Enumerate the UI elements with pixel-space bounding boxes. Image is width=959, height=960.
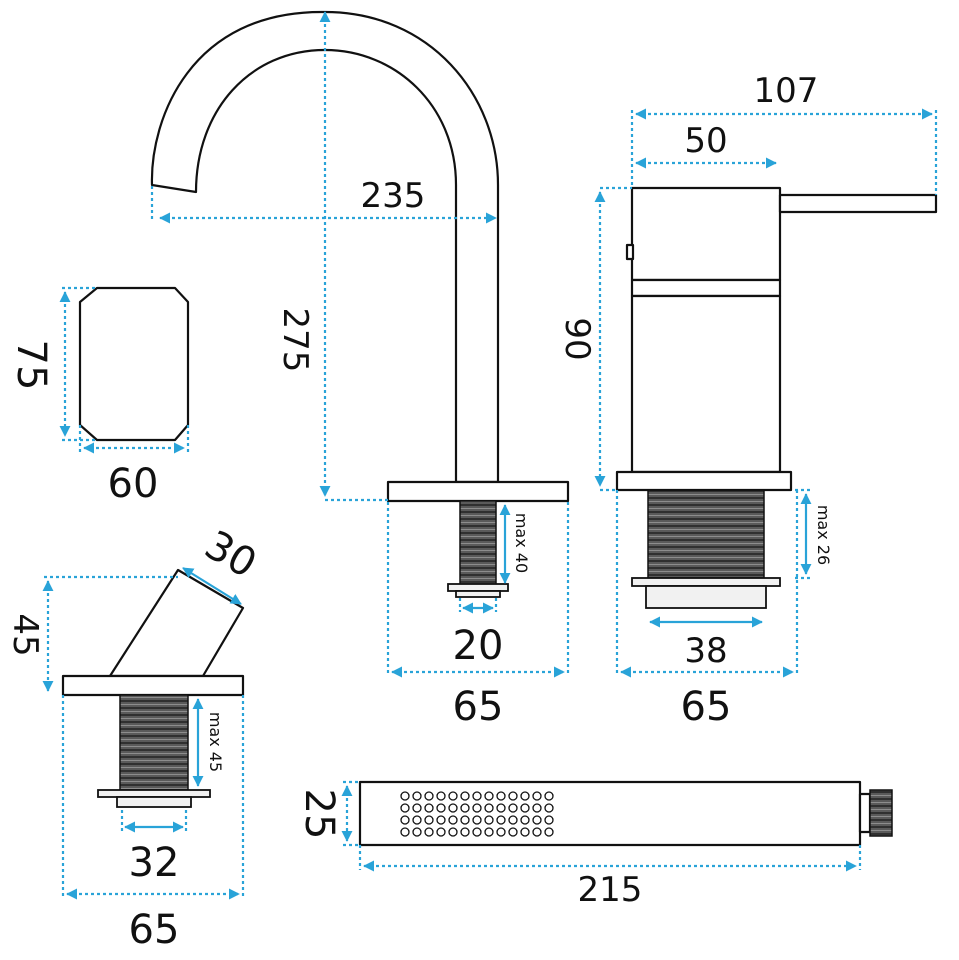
shower-nozzle [496,791,506,801]
shower-nozzle [448,827,458,837]
shower-nozzle [496,803,506,813]
shower-nozzle [532,815,542,825]
hand-shower-dimensions [341,780,862,872]
shower-nozzle [448,815,458,825]
mixer-height-label: 90 [557,317,597,360]
spout-reach-label: 235 [361,176,426,216]
shower-nozzle [424,815,434,825]
shower-nozzle [436,803,446,813]
shower-nozzle [508,803,518,813]
shower-nozzle [400,815,410,825]
shower-nozzle [484,815,494,825]
shower-nozzle [532,791,542,801]
mixer-dimensions [594,108,938,678]
shower-nozzle [448,803,458,813]
shower-nozzles [400,791,554,837]
holder-height-label: 45 [5,613,45,656]
holder-dimensions [42,567,245,900]
spout-thread-label: 20 [453,623,504,669]
shower-nozzle [508,827,518,837]
mixer-thread-label: 38 [684,631,727,671]
shower-nozzle [448,791,458,801]
spout-max-label: max 40 [512,513,531,573]
spout-part [150,10,570,598]
shower-nozzle [400,827,410,837]
shower-nozzle [424,827,434,837]
mixer-body-label: 50 [684,121,727,161]
shower-nozzle [520,803,530,813]
rosette-width-label: 60 [108,461,159,507]
shower-nozzle [484,803,494,813]
shower-nozzle [460,791,470,801]
shower-nozzle [412,815,422,825]
shower-nozzle [412,827,422,837]
spout-height-label: 275 [275,308,315,373]
shower-nozzle [460,815,470,825]
mixer-plate-label: 65 [681,684,732,730]
shower-nozzle [400,803,410,813]
mixer-max-label: max 26 [814,505,833,565]
mixer-part [615,186,938,609]
shower-length-label: 215 [578,870,643,910]
shower-nozzle [436,815,446,825]
shower-nozzle [460,827,470,837]
shower-nozzle [508,815,518,825]
shower-height-label: 25 [296,789,342,840]
shower-nozzle [460,803,470,813]
rosette-part [78,286,190,442]
shower-nozzle [496,827,506,837]
shower-nozzle [472,791,482,801]
rosette-height-label: 75 [8,340,54,391]
shower-nozzle [412,803,422,813]
shower-nozzle [544,815,554,825]
shower-nozzle [424,803,434,813]
shower-nozzle [400,791,410,801]
shower-nozzle [520,791,530,801]
shower-nozzle [484,791,494,801]
shower-nozzle [484,827,494,837]
shower-nozzle [424,791,434,801]
holder-max-label: max 45 [206,712,225,772]
spout-plate-label: 65 [453,684,504,730]
holder-size-label: 30 [197,522,264,587]
shower-nozzle [412,791,422,801]
hand-shower-part [358,780,893,847]
shower-nozzle [496,815,506,825]
holder-plate-label: 65 [129,907,180,953]
shower-nozzle [472,827,482,837]
lever-reach-label: 107 [754,71,819,111]
shower-nozzle [472,803,482,813]
shower-nozzle [508,791,518,801]
shower-nozzle [532,827,542,837]
shower-nozzle [520,827,530,837]
shower-nozzle [436,791,446,801]
shower-nozzle [472,815,482,825]
holder-thread-label: 32 [129,840,180,886]
shower-nozzle [544,827,554,837]
shower-nozzle [532,803,542,813]
shower-nozzle [520,815,530,825]
shower-nozzle [436,827,446,837]
rosette-dimensions [59,286,190,454]
shower-nozzle [544,791,554,801]
shower-nozzle [544,803,554,813]
spout-dimensions [150,11,570,678]
